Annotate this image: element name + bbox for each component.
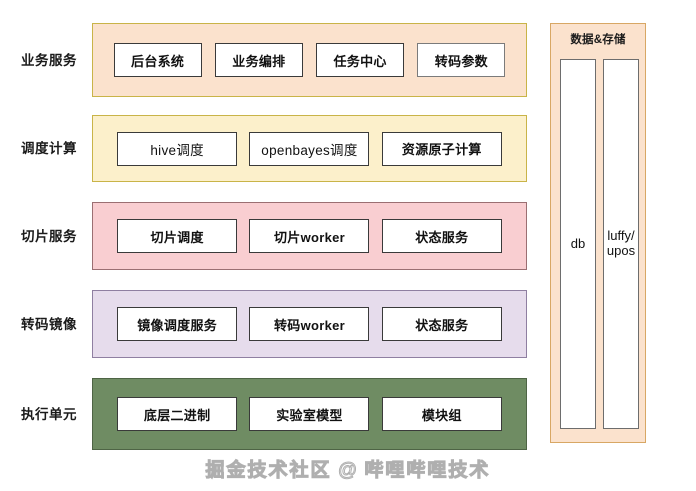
node-module-group[interactable]: 模块组 [381,397,502,431]
node-task-center[interactable]: 任务中心 [316,43,405,77]
node-slice-worker[interactable]: 切片worker [249,219,370,253]
layer-band-transcode-image: 镜像调度服务 转码worker 状态服务 [92,290,527,358]
row-label-transcode-image: 转码镜像 [21,317,77,332]
layer-band-scheduling-compute: hive调度 openbayes调度 资源原子计算 [92,115,527,182]
node-slice-scheduler[interactable]: 切片调度 [117,219,238,253]
node-image-scheduling-service[interactable]: 镜像调度服务 [117,307,238,341]
storage-column-luffy-upos[interactable]: luffy/upos [603,59,639,429]
node-resource-atomic-compute[interactable]: 资源原子计算 [381,131,502,166]
node-slice-status-service[interactable]: 状态服务 [381,219,502,253]
node-business-orchestration[interactable]: 业务编排 [214,43,303,77]
watermark: 掘金技术社区 @ 哔哩哔哩技术 [0,455,696,482]
node-openbayes-scheduler[interactable]: openbayes调度 [249,131,370,166]
watermark-author: 哔哩哔哩技术 [364,460,491,482]
watermark-source: 掘金技术社区 [205,460,332,482]
node-transcode-status-service[interactable]: 状态服务 [381,307,502,341]
node-hive-scheduler[interactable]: hive调度 [117,131,238,166]
storage-column-db[interactable]: db [560,59,596,429]
storage-panel: 数据&存储 db luffy/upos [550,23,646,443]
node-transcode-params[interactable]: 转码参数 [417,43,506,77]
node-low-level-binary[interactable]: 底层二进制 [117,397,238,431]
layer-band-execution-unit: 底层二进制 实验室模型 模块组 [92,378,527,450]
row-label-scheduling-compute: 调度计算 [21,141,77,156]
node-lab-model[interactable]: 实验室模型 [249,397,370,431]
layer-band-slicing-service: 切片调度 切片worker 状态服务 [92,202,527,270]
row-label-business-service: 业务服务 [21,53,77,68]
row-label-execution-unit: 执行单元 [21,407,77,422]
row-label-slicing-service: 切片服务 [21,229,77,244]
storage-panel-title: 数据&存储 [570,34,626,46]
layer-band-business-service: 后台系统 业务编排 任务中心 转码参数 [92,23,527,97]
node-backend-system[interactable]: 后台系统 [113,43,202,77]
node-transcode-worker[interactable]: 转码worker [249,307,370,341]
watermark-separator: @ [331,460,365,482]
